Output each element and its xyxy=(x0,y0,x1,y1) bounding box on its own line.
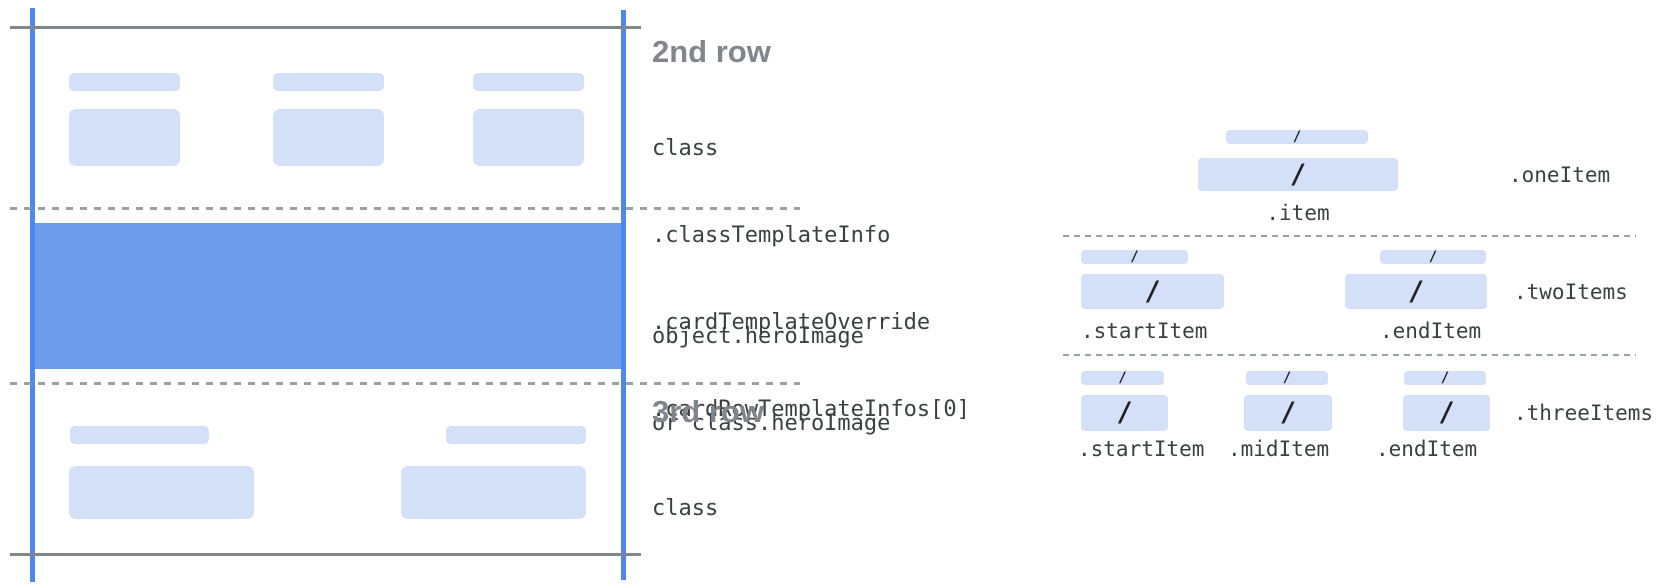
twoitems-start-label-placeholder: / xyxy=(1081,250,1188,264)
row2-col1-label-placeholder xyxy=(69,73,180,91)
hero-image-band xyxy=(35,223,621,369)
code-line: class xyxy=(652,136,719,161)
slash-icon: / xyxy=(1428,249,1438,265)
enditem-caption: .endItem xyxy=(1376,437,1478,461)
hero-row3-divider-line xyxy=(10,382,800,385)
row2-hero-divider-line xyxy=(10,207,800,210)
row2-col2-body-placeholder xyxy=(273,109,384,166)
slash-icon: / xyxy=(1289,158,1307,190)
card-top-edge-line xyxy=(10,26,641,29)
oneitem-class-label: .oneItem xyxy=(1509,163,1611,187)
threeitems-mid-value-placeholder: / xyxy=(1244,395,1332,431)
slash-icon: / xyxy=(1440,370,1450,386)
left-guide-line xyxy=(30,8,35,582)
row3-start-label-placeholder xyxy=(70,426,209,444)
threeitems-class-label: .threeItems xyxy=(1514,401,1654,425)
startitem-caption: .startItem xyxy=(1078,437,1205,461)
row2-col1-body-placeholder xyxy=(69,109,180,166)
row2-col3-body-placeholder xyxy=(473,109,584,166)
slash-icon: / xyxy=(1279,397,1297,428)
row3-end-body-placeholder xyxy=(401,466,586,519)
twoitems-start-value-placeholder: / xyxy=(1081,274,1224,309)
slash-icon: / xyxy=(1438,397,1455,428)
slash-icon: / xyxy=(1407,275,1425,307)
slash-icon: / xyxy=(1144,275,1161,307)
code-line: class xyxy=(652,496,719,521)
slash-icon: / xyxy=(1292,129,1302,145)
miditem-caption: .midItem xyxy=(1228,437,1330,461)
row2-col2-label-placeholder xyxy=(273,73,384,91)
slash-icon: / xyxy=(1118,370,1127,386)
oneitem-label-placeholder: / xyxy=(1226,130,1368,144)
twoitems-end-label-placeholder: / xyxy=(1380,250,1486,264)
slash-icon: / xyxy=(1130,249,1139,265)
row2-col3-label-placeholder xyxy=(473,73,584,91)
slash-icon: / xyxy=(1282,370,1292,386)
threeitems-end-value-placeholder: / xyxy=(1403,395,1490,431)
oneitem-value-placeholder: / xyxy=(1198,158,1398,191)
twoitems-end-value-placeholder: / xyxy=(1345,274,1487,309)
row2-heading: 2nd row xyxy=(652,34,771,69)
row3-start-body-placeholder xyxy=(69,466,254,519)
code-line: .cardRowTemplateInfos[0] xyxy=(652,397,970,422)
enditem-caption: .endItem xyxy=(1380,319,1482,343)
right-guide-line xyxy=(621,10,626,580)
row2-code-path: class .classTemplateInfo .cardTemplateOv… xyxy=(652,76,970,482)
threeitems-start-label-placeholder: / xyxy=(1081,371,1164,385)
hero-code-path: object.heroImage or class.heroImage xyxy=(652,264,890,496)
threeitems-mid-label-placeholder: / xyxy=(1246,371,1328,385)
code-line: object.heroImage xyxy=(652,324,864,349)
threeitems-start-value-placeholder: / xyxy=(1081,395,1168,431)
code-line: .classTemplateInfo xyxy=(652,223,891,248)
row3-end-label-placeholder xyxy=(446,426,586,444)
card-bottom-edge-line xyxy=(10,553,641,556)
threeitems-end-label-placeholder: / xyxy=(1404,371,1486,385)
oneitem-twoitems-divider-line xyxy=(1063,235,1636,237)
startitem-caption: .startItem xyxy=(1081,319,1208,343)
twoitems-class-label: .twoItems xyxy=(1514,280,1628,304)
item-caption: .item xyxy=(1266,201,1330,225)
row3-code-path: class .classTemplateInfo .cardTemplateOv… xyxy=(652,436,970,584)
row3-heading: 3rd row xyxy=(652,394,764,429)
twoitems-threeitems-divider-line xyxy=(1063,354,1636,356)
slash-icon: / xyxy=(1116,397,1133,428)
code-line: .cardTemplateOverride xyxy=(652,310,931,335)
code-line: or class.heroImage xyxy=(652,411,891,436)
